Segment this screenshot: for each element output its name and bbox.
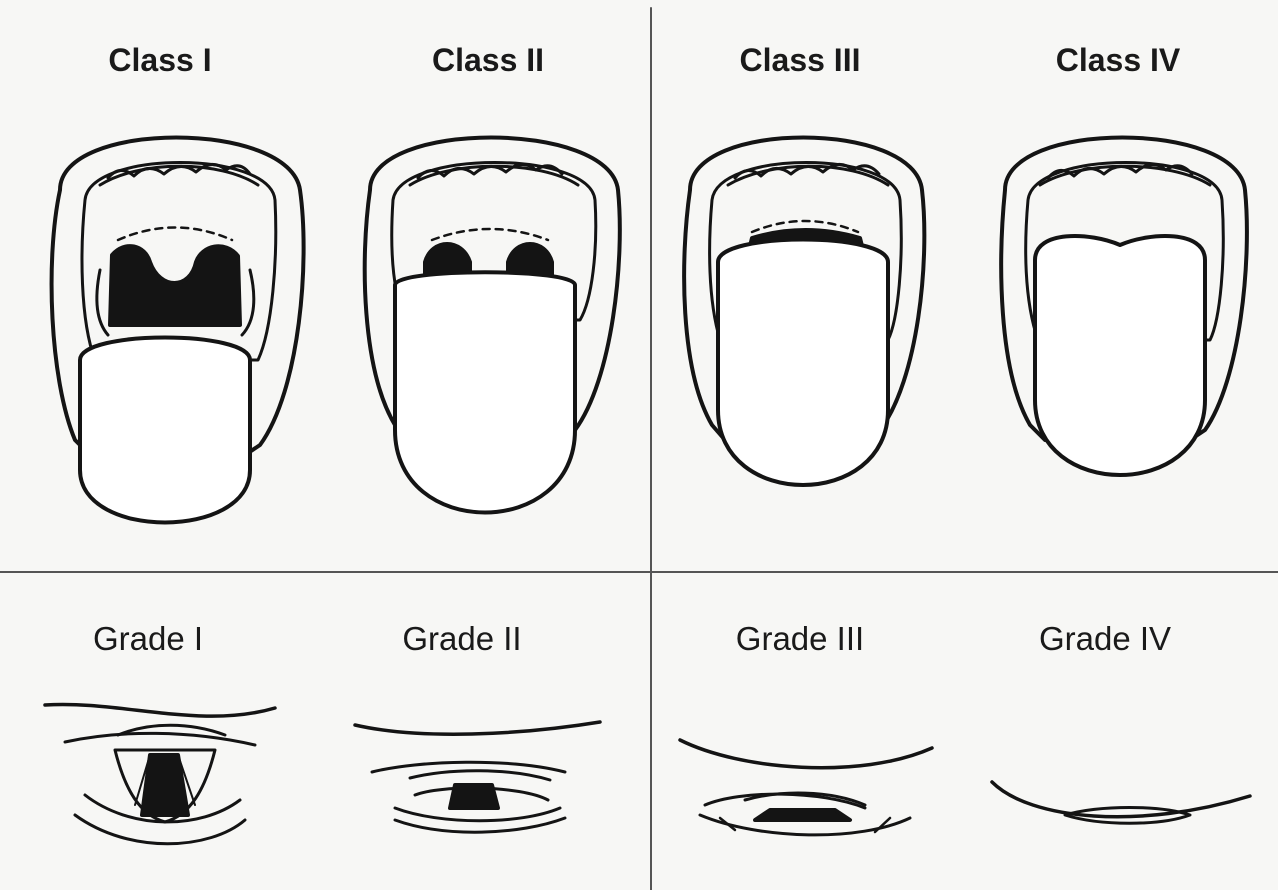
grade-1-label: Grade I (18, 620, 278, 658)
grade-4-larynx (992, 782, 1250, 823)
grade-2-larynx (355, 722, 600, 832)
class-1-tongue (80, 338, 250, 523)
class-1-mouth (52, 138, 304, 523)
class-2-mouth (365, 138, 620, 513)
class-1-label: Class I (30, 42, 290, 79)
class-3-label: Class III (670, 42, 930, 79)
class-3-mouth (684, 138, 924, 486)
class-3-tongue (718, 240, 888, 486)
class-2-tongue (395, 272, 575, 512)
class-4-label: Class IV (988, 42, 1248, 79)
grade-3-label: Grade III (670, 620, 930, 658)
grade-1-larynx (45, 704, 275, 843)
class-4-tongue (1035, 236, 1205, 475)
grade-2-label: Grade II (332, 620, 592, 658)
grade-3-larynx (680, 740, 932, 835)
class-2-label: Class II (358, 42, 618, 79)
grade-4-label: Grade IV (975, 620, 1235, 658)
class-4-mouth (1001, 138, 1247, 476)
class-1-pharynx (110, 246, 240, 325)
